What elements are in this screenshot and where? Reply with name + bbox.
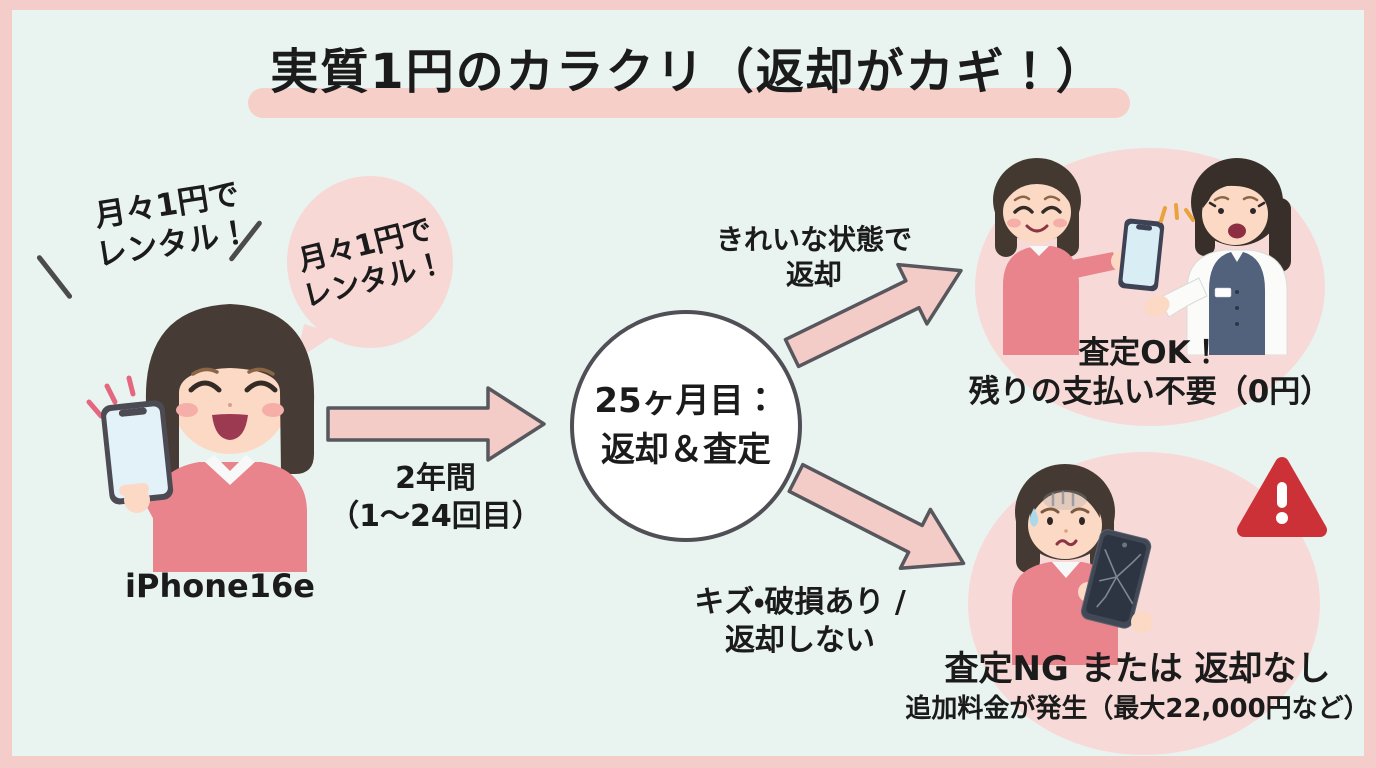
period-line2: （1〜24回目） bbox=[329, 498, 542, 534]
phone-icon bbox=[100, 400, 174, 505]
branch-good-line1: きれいな状態で bbox=[715, 223, 912, 256]
good-outcome-title: 査定OK！ bbox=[1078, 335, 1222, 371]
assessment-ok-illustration bbox=[993, 158, 1291, 355]
branch-good-line2: 返却 bbox=[785, 258, 842, 291]
period-line1: 2年間 bbox=[395, 461, 476, 496]
name-badge bbox=[1214, 287, 1232, 298]
gloom-lines bbox=[1051, 490, 1075, 507]
branch-bad-line1: キズ・破損あり / bbox=[694, 585, 906, 620]
phone-icon bbox=[1118, 218, 1165, 292]
title-highlight-bar bbox=[248, 88, 1130, 118]
sparkle-icon bbox=[1159, 203, 1195, 223]
bad-outcome-title: 査定NG または 返却なし bbox=[944, 649, 1331, 689]
cracked-phone-icon bbox=[1080, 529, 1152, 629]
gloom-shading bbox=[1043, 490, 1087, 510]
bad-outcome-text: 査定NG または 返却なし 追加料金が発生（最大22,000円など） bbox=[905, 648, 1370, 725]
pink-sparkle-icon bbox=[86, 375, 136, 419]
branch-bad-label: キズ・破損あり / 返却しない bbox=[676, 584, 924, 659]
speech-bubble: 月々1円で レンタル！ bbox=[287, 176, 453, 348]
good-outcome-subtitle: 残りの支払い不要（0円） bbox=[968, 373, 1332, 410]
node-line1: 25ヶ月目： bbox=[594, 380, 778, 421]
sweat-drop-icon bbox=[1029, 508, 1039, 527]
customer-holding-phone-illustration bbox=[86, 304, 315, 572]
warning-triangle-icon bbox=[1237, 457, 1327, 537]
return-assessment-node: 25ヶ月目： 返却＆査定 bbox=[570, 310, 802, 542]
node-line2: 返却＆査定 bbox=[601, 430, 771, 470]
device-label: iPhone16e bbox=[125, 567, 315, 605]
page-title: 実質1円のカラクリ（返却がカギ！） bbox=[270, 44, 1106, 100]
assessment-ng-illustration bbox=[1012, 464, 1153, 665]
crack-lines bbox=[1096, 549, 1142, 608]
period-label: 2年間 （1〜24回目） bbox=[318, 460, 553, 535]
branch-bad-line2: 返却しない bbox=[725, 622, 875, 658]
good-outcome-text: 査定OK！ 残りの支払い不要（0円） bbox=[935, 334, 1365, 412]
branch-good-label: きれいな状態で 返却 bbox=[700, 222, 928, 292]
bad-outcome-subtitle: 追加料金が発生（最大22,000円など） bbox=[905, 693, 1370, 724]
